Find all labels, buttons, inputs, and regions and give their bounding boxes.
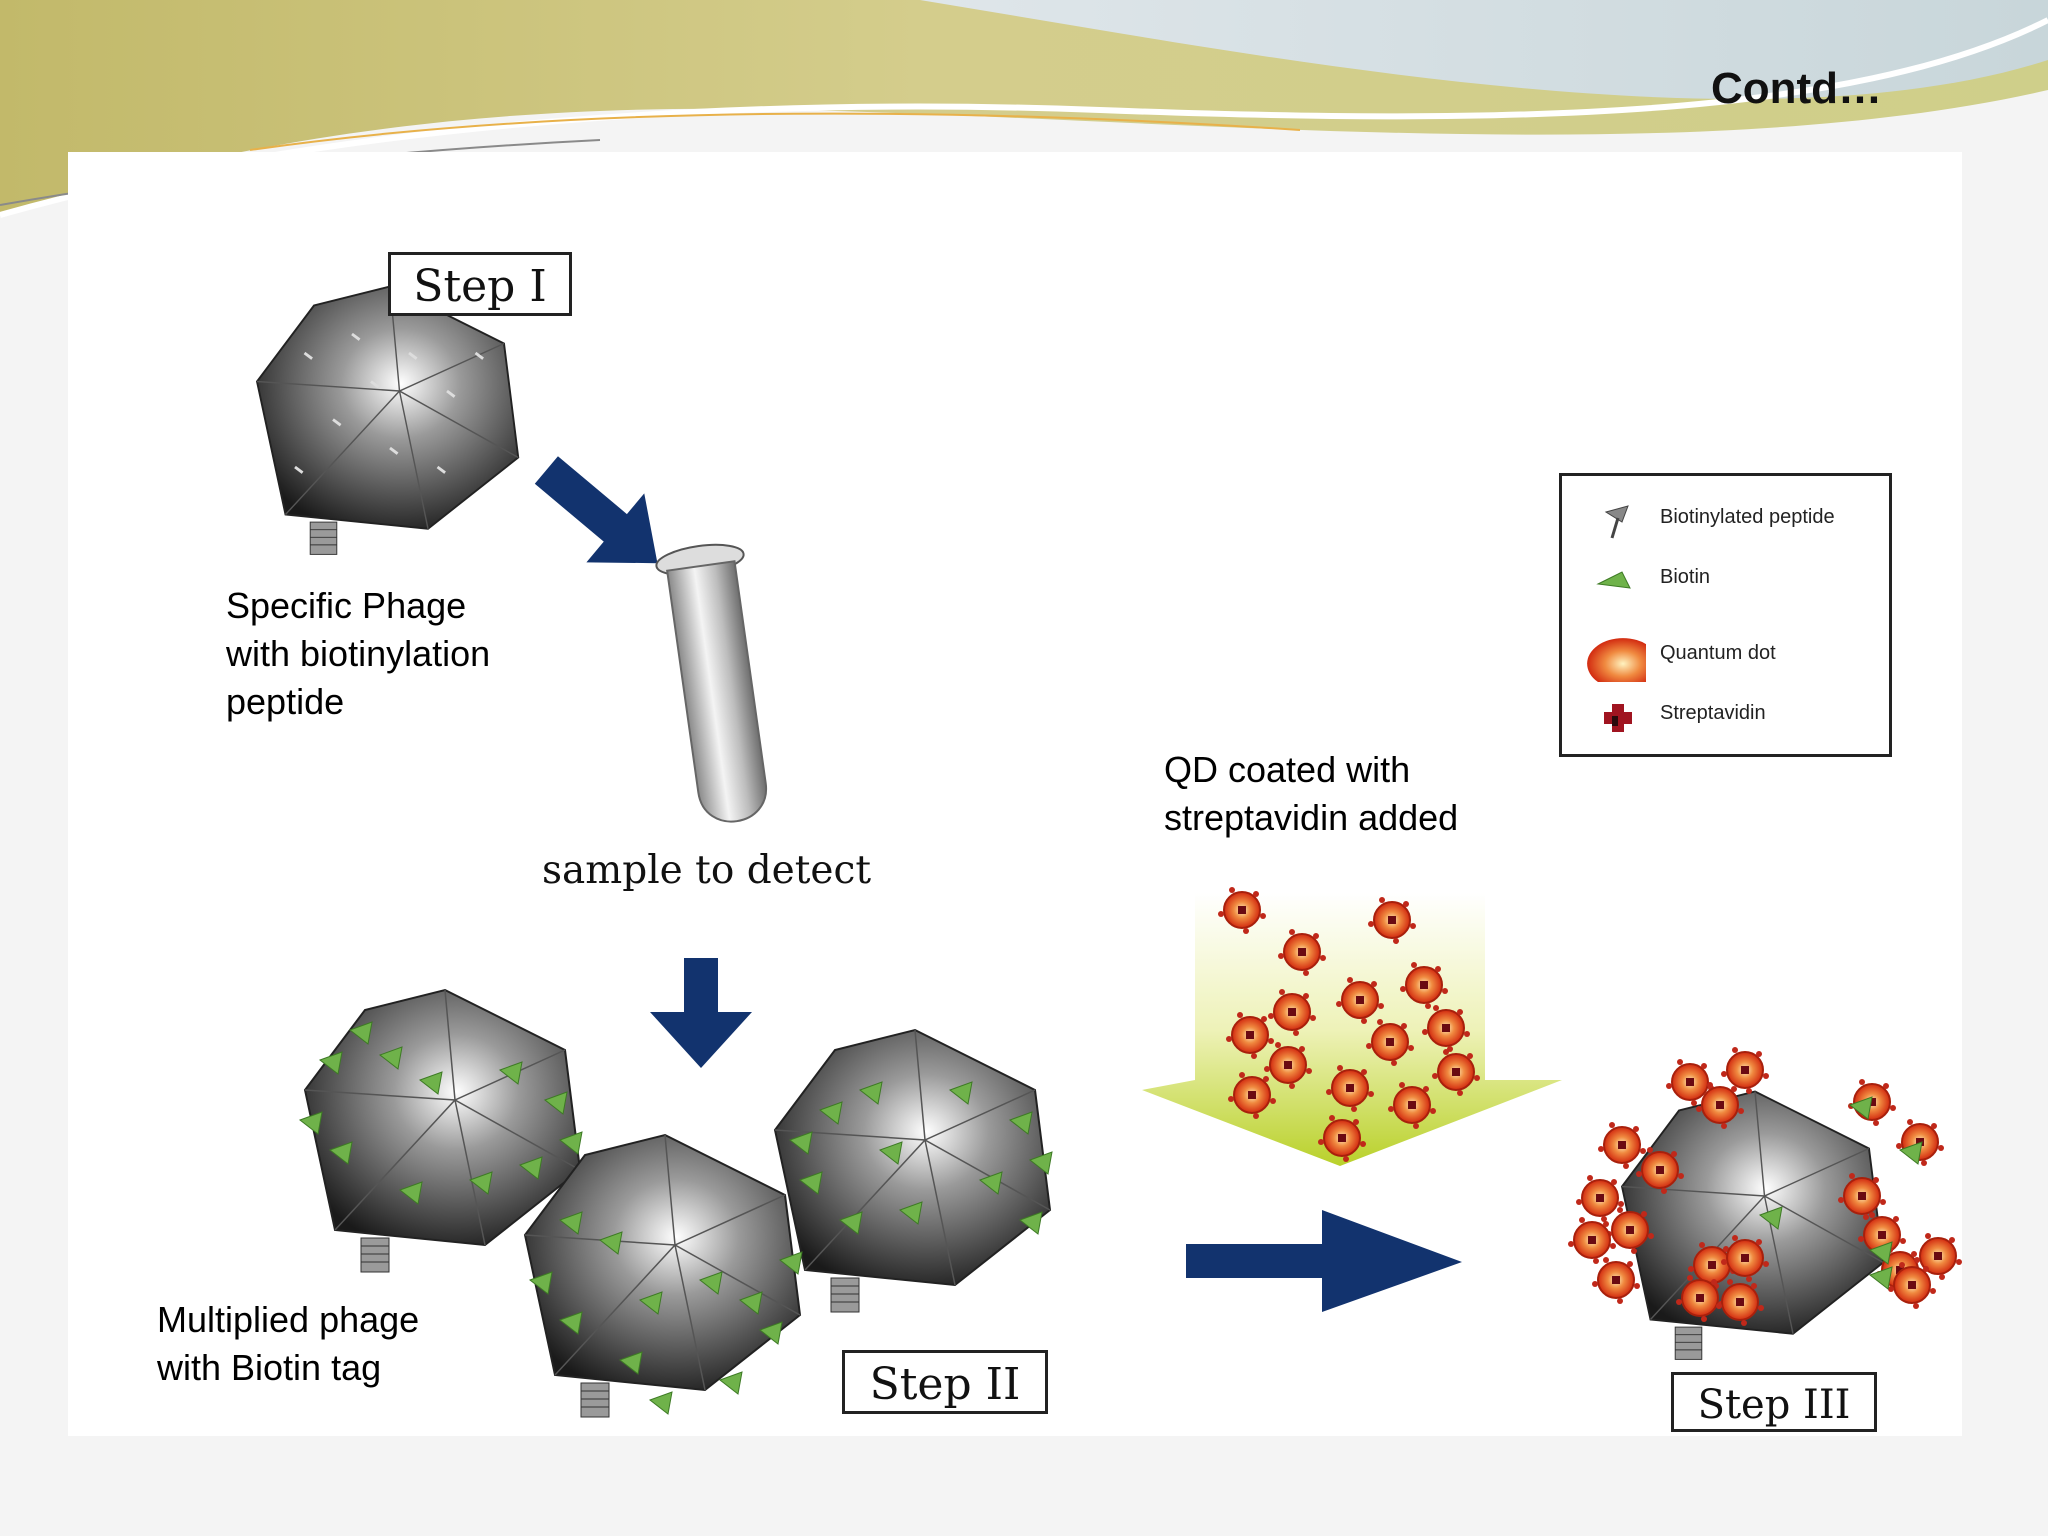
phage-label: Specific Phage with biotinylation peptid… bbox=[226, 582, 490, 726]
multiplied-label-line2: with Biotin tag bbox=[157, 1347, 382, 1388]
qd-label: QD coated with streptavidin added bbox=[1164, 746, 1458, 842]
legend-label: Streptavidin bbox=[1660, 702, 1766, 724]
test-tube bbox=[655, 543, 767, 823]
step-i-box: Step I bbox=[388, 252, 572, 316]
sample-label: sample to detect bbox=[542, 848, 872, 893]
down-arrow bbox=[650, 958, 752, 1068]
legend-item-quantum-dot: Quantum dot bbox=[1562, 636, 1889, 682]
arrow-to-tube bbox=[534, 456, 658, 564]
legend-item-biotin: Biotin bbox=[1562, 560, 1889, 600]
right-arrow bbox=[1186, 1210, 1462, 1312]
legend-item-streptavidin: Streptavidin bbox=[1562, 696, 1889, 736]
qd-label-line1: QD coated with bbox=[1164, 749, 1411, 790]
multiplied-label: Multiplied phage with Biotin tag bbox=[157, 1296, 419, 1392]
legend-label: Biotin bbox=[1660, 566, 1711, 588]
step-iii-box: Step III bbox=[1671, 1372, 1877, 1432]
legend-item-biotinylated-peptide: Biotinylated peptide bbox=[1562, 500, 1889, 540]
step2-phage-right bbox=[774, 1029, 1051, 1313]
phage-label-line1: Specific Phage bbox=[226, 585, 467, 626]
biotin-icon bbox=[1596, 571, 1631, 589]
qd-label-line2: streptavidin added bbox=[1164, 797, 1459, 838]
multiplied-label-line1: Multiplied phage bbox=[157, 1299, 420, 1340]
phage-label-line2: with biotinylation bbox=[226, 633, 491, 674]
step-ii-box: Step II bbox=[842, 1350, 1048, 1414]
streptavidin-icon bbox=[1604, 704, 1632, 732]
step1-phage bbox=[256, 285, 520, 556]
step3-phage bbox=[1621, 1090, 1885, 1361]
slide-title: Contd… bbox=[1710, 64, 1882, 113]
quantum-dot-icon bbox=[1587, 638, 1646, 682]
legend-label: Quantum dot bbox=[1660, 642, 1776, 664]
phage-label-line3: peptide bbox=[226, 681, 345, 722]
biotinylated-peptide-icon bbox=[1604, 505, 1629, 539]
legend: Biotinylated peptide Biotin Quantum dot bbox=[1559, 473, 1892, 757]
legend-label: Biotinylated peptide bbox=[1660, 506, 1835, 528]
